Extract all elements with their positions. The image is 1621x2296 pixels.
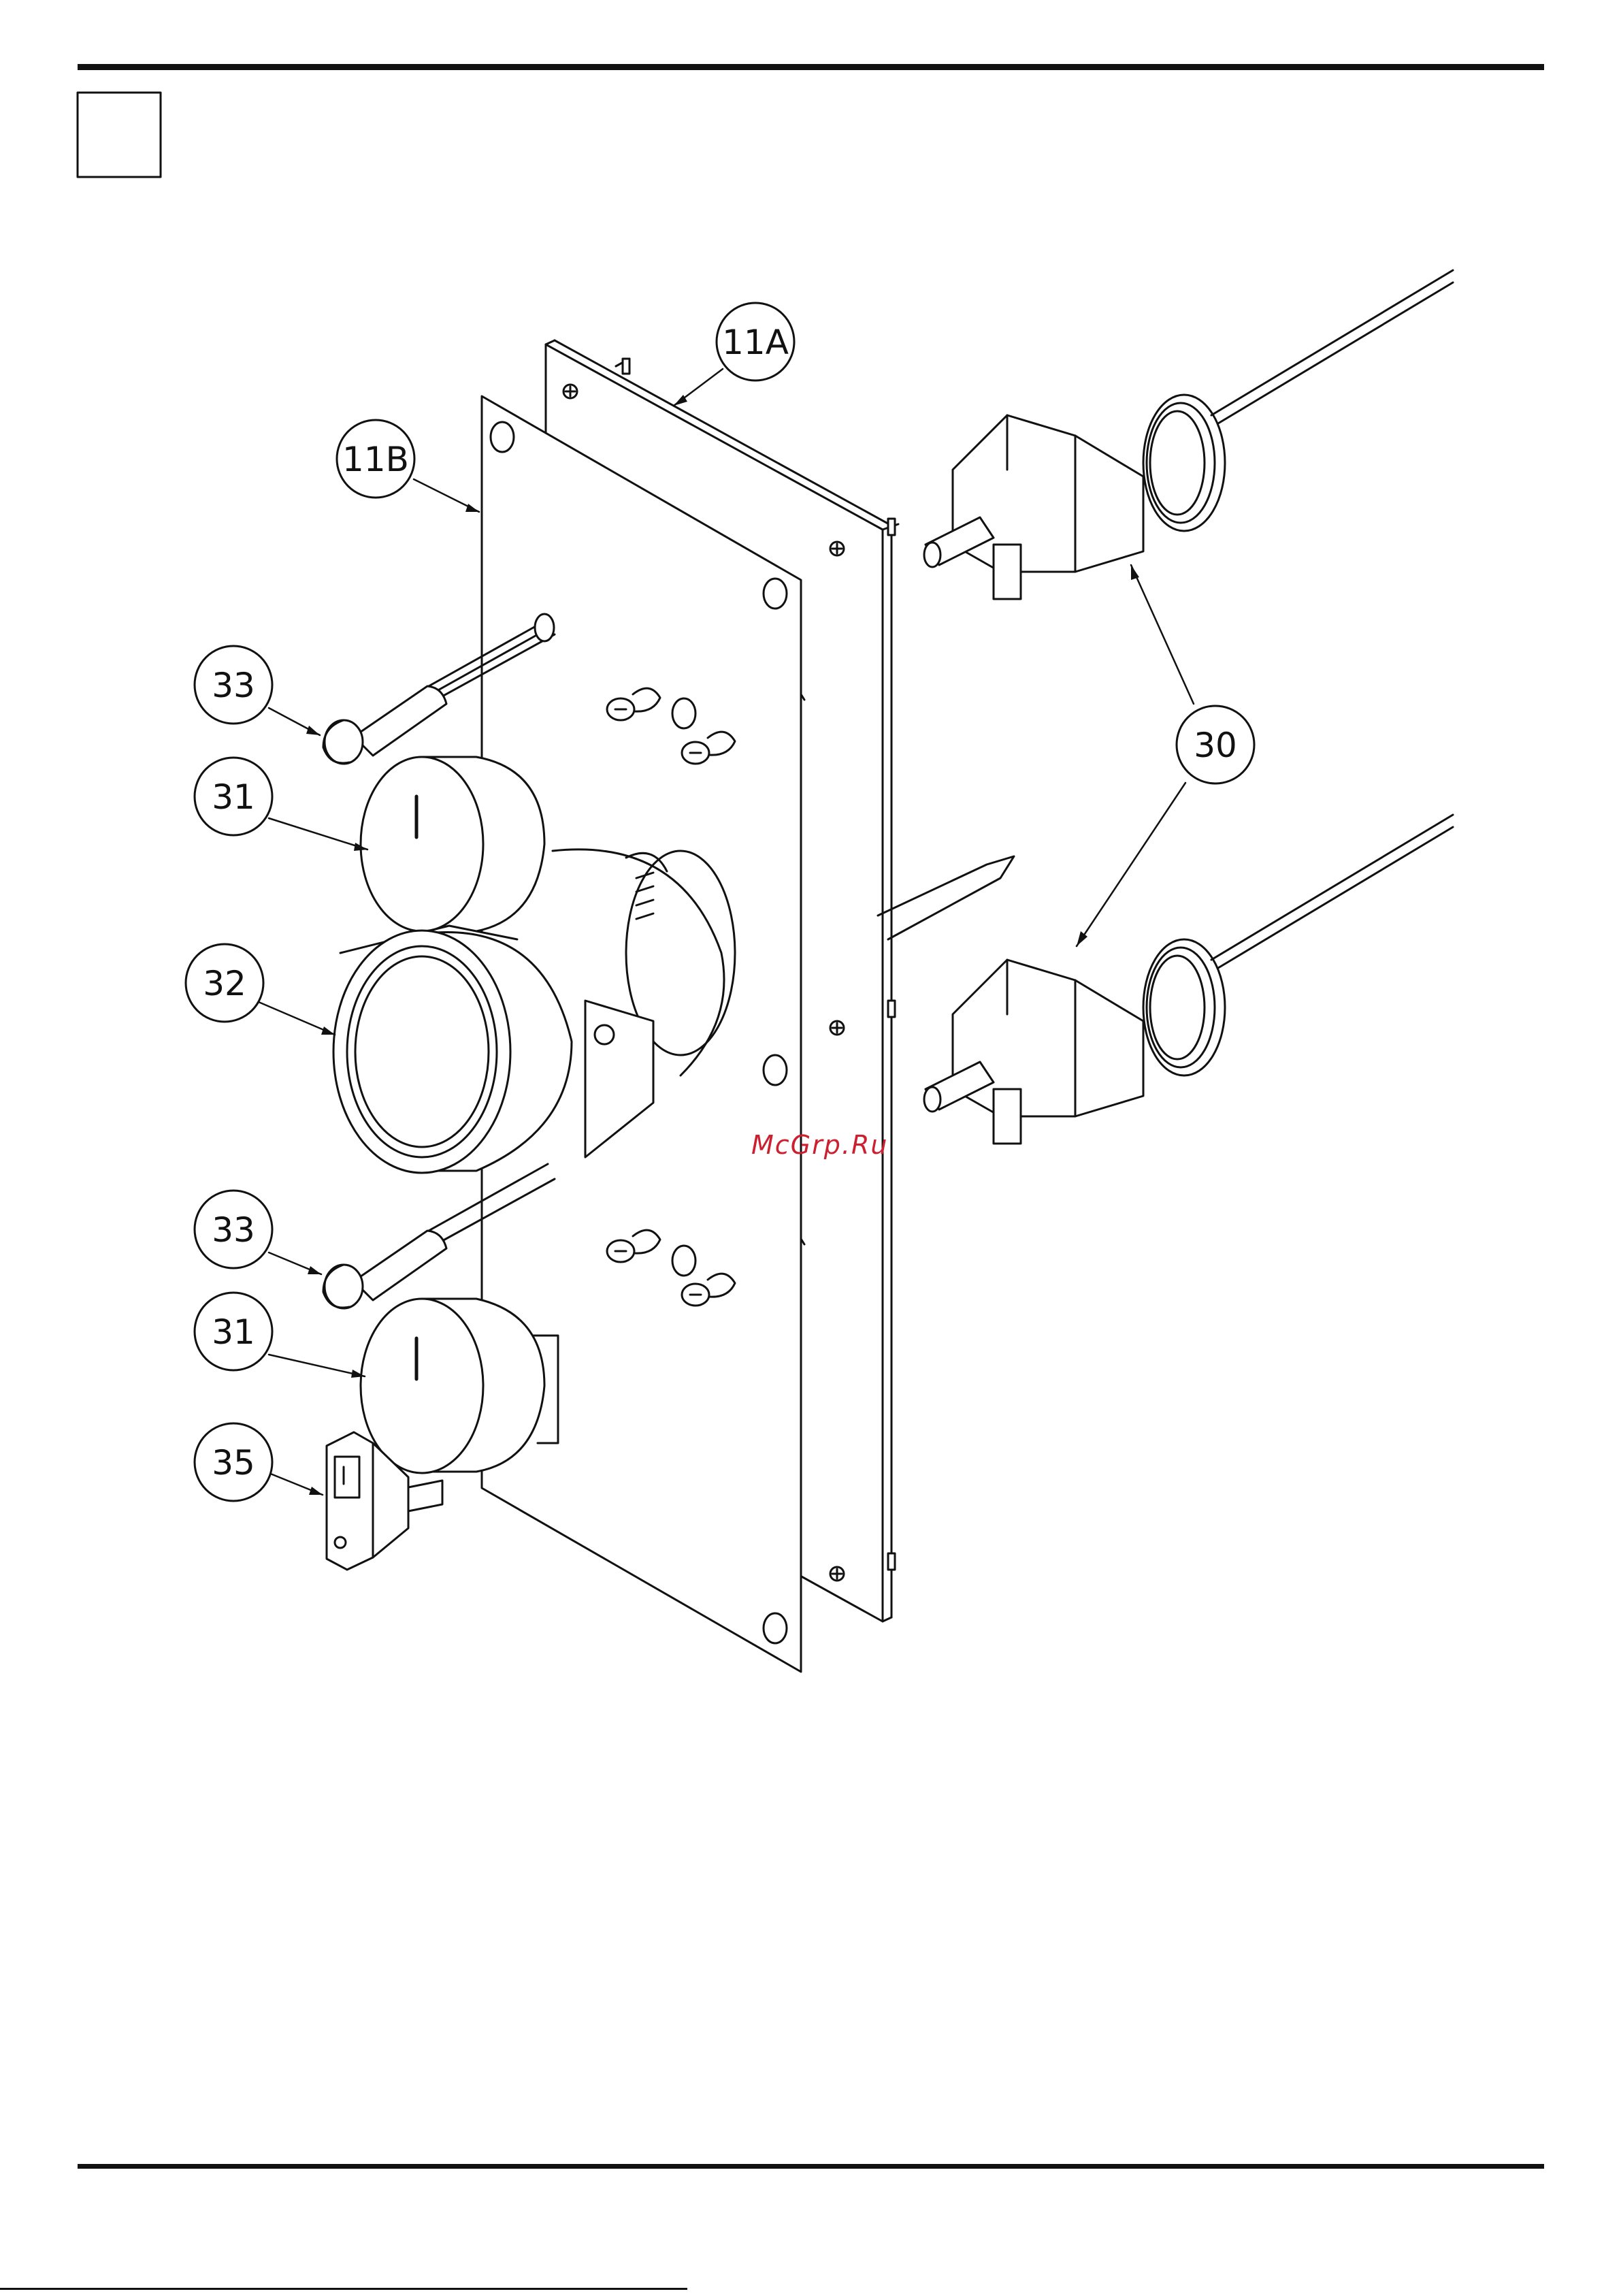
callout-33-lower: 33 bbox=[195, 1191, 272, 1268]
thermostat-30-lower bbox=[924, 815, 1453, 1144]
callout-11a: 11A bbox=[717, 303, 794, 381]
svg-text:31: 31 bbox=[212, 1312, 255, 1352]
svg-text:33: 33 bbox=[212, 666, 255, 705]
temperature-probe bbox=[878, 856, 1014, 939]
header-rule bbox=[78, 64, 1544, 70]
footer-rule bbox=[78, 2164, 1544, 2169]
callout-11b: 11B bbox=[337, 420, 414, 498]
svg-text:32: 32 bbox=[203, 964, 246, 1003]
section-box bbox=[78, 93, 161, 177]
callout-32: 32 bbox=[186, 944, 263, 1022]
callout-31-lower: 31 bbox=[195, 1293, 272, 1370]
svg-text:33: 33 bbox=[212, 1210, 255, 1250]
svg-text:35: 35 bbox=[212, 1443, 255, 1483]
footer-thin-rule bbox=[0, 2288, 687, 2290]
svg-text:11A: 11A bbox=[722, 323, 789, 362]
callout-35: 35 bbox=[195, 1423, 272, 1501]
knob-31-upper bbox=[361, 757, 544, 931]
callout-31-upper: 31 bbox=[195, 758, 272, 835]
svg-text:31: 31 bbox=[212, 777, 255, 817]
thermostat-30-upper bbox=[924, 270, 1453, 599]
callout-33-upper: 33 bbox=[195, 646, 272, 724]
svg-text:30: 30 bbox=[1194, 726, 1237, 765]
watermark: McGrp.Ru bbox=[751, 1130, 888, 1160]
svg-text:11B: 11B bbox=[342, 440, 409, 479]
callout-30: 30 bbox=[1177, 706, 1254, 783]
